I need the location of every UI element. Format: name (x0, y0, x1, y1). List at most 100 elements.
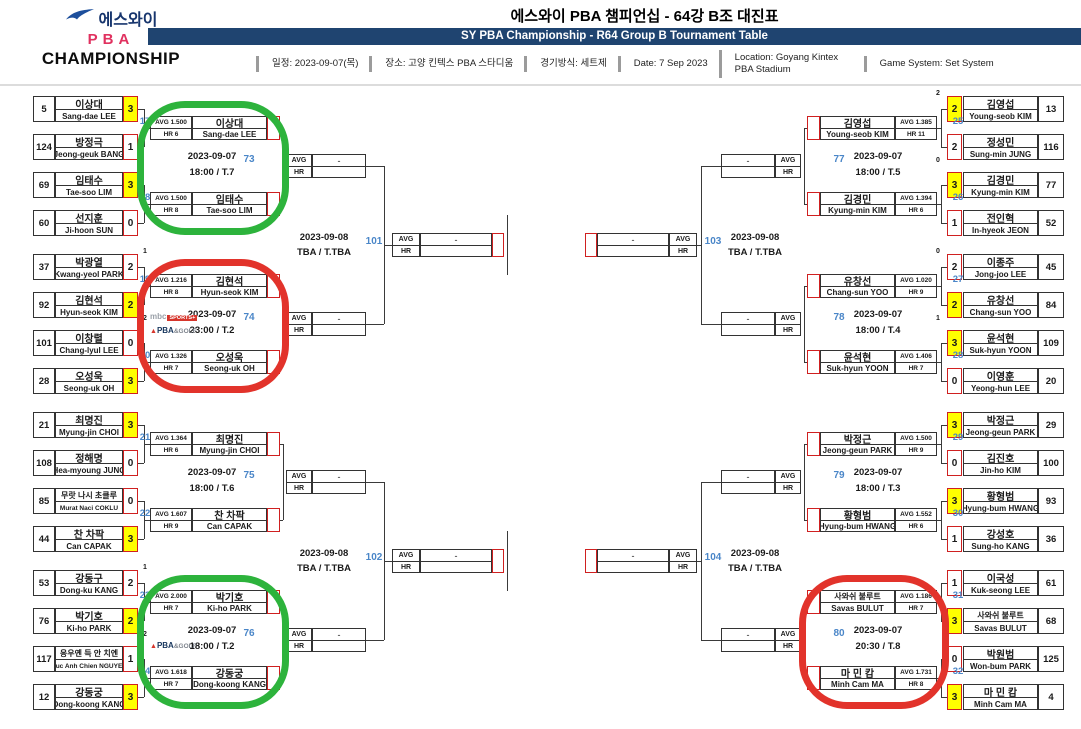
right-r16-match-number: 104 (704, 552, 722, 563)
left-r16-feed (384, 245, 392, 246)
left-r16-labels-top: AVG (393, 550, 419, 562)
right-score-box: 2 (947, 254, 962, 280)
right-r32-score-box (807, 508, 820, 532)
right-player-name-top: 박원범 (964, 647, 1037, 660)
left-r16-values-bottom (421, 246, 491, 257)
left-score-box: 2 (123, 254, 138, 280)
right-score-box: 0 (947, 368, 962, 394)
left-winner-slot-values-top: - (313, 155, 365, 167)
right-r32-stats-bottom: HR 6 (908, 207, 924, 214)
right-winner-slot-values-top: - (722, 313, 774, 325)
left-seed-box-text: 85 (38, 495, 50, 507)
left-r32-player-bottom: Myung-jin CHOI (199, 446, 260, 455)
left-r32-player-bottom: Hyun-seok KIM (200, 288, 259, 297)
left-seed-box: 60 (33, 210, 55, 236)
right-r16-feed (697, 561, 701, 562)
right-r16-time: TBA / T.TBA (727, 247, 782, 258)
left-r1-match-number: 21 (139, 432, 151, 443)
right-r16-values: - (597, 233, 669, 257)
right-player-name-top: 황형범 (964, 489, 1037, 502)
left-r32-player-top: 오성욱 (193, 351, 266, 363)
right-r32-player-top: 사와쉬 불루트 (821, 591, 894, 603)
left-r16-values: - (420, 233, 492, 257)
info-item-4: Location: Goyang Kintex PBA Stadium (718, 50, 864, 78)
left-player-name-top: 임태수 (56, 173, 122, 186)
organizer-logo: 에스와이 PBA CHAMPIONSHIP (12, 6, 210, 69)
right-r32-date: 2023-09-07 (853, 625, 903, 636)
right-r16-values: - (597, 549, 669, 573)
left-annotation-circle-red (137, 259, 289, 393)
right-r16-values-bottom (598, 246, 668, 257)
right-player-name-bottom: Yeong-hun LEE (970, 383, 1031, 393)
right-connector (941, 267, 947, 268)
left-seed-box-text: 44 (38, 533, 50, 545)
right-score-box: 3 (947, 684, 962, 710)
right-seed-box-text: 109 (1043, 337, 1059, 349)
right-seed-box-text: 52 (1045, 217, 1057, 229)
left-player-name-bottom: Dong-ku KANG (59, 585, 119, 595)
right-r16-values-top: - (598, 550, 668, 562)
left-score-box-text: 2 (127, 261, 134, 273)
left-score-box-text: 2 (127, 577, 134, 589)
right-r32-player-top: 김영섭 (821, 117, 894, 129)
right-seed-box-text: 36 (1045, 533, 1057, 545)
left-score-box: 0 (123, 488, 138, 514)
left-player-name-bottom: Hyun-seok KIM (60, 307, 118, 317)
right-r32-player-bottom: Minh Cam MA (831, 680, 884, 689)
left-seed-box-text: 37 (38, 261, 50, 273)
right-seed-box-text: 29 (1045, 419, 1057, 431)
left-r16-time: TBA / T.TBA (296, 563, 351, 574)
left-player-name-bottom: Chang-lyul LEE (59, 345, 119, 355)
right-score-box-text: 1 (951, 533, 958, 545)
right-seed-box-text: 13 (1045, 103, 1057, 115)
right-r16-score-box (585, 549, 597, 573)
left-winner-slot-values-top: - (313, 629, 365, 641)
left-score-box: 0 (123, 450, 138, 476)
right-r1-match-number: 29 (952, 432, 964, 443)
right-score-box-text: 0 (951, 457, 958, 469)
right-seed-box: 116 (1038, 134, 1064, 160)
left-r32-stub (280, 444, 283, 445)
right-score-box-text: 3 (951, 691, 958, 703)
right-r32-time: 20:30 / T.8 (855, 641, 901, 652)
left-tiebreak-digit: 2 (143, 631, 147, 638)
right-player-name-top: 이국성 (964, 571, 1037, 584)
right-pair-feed (937, 444, 941, 445)
right-r32-stats-top: AVG 1.385 (896, 117, 936, 129)
left-r16-arm (366, 324, 384, 325)
right-winner-slot-labels-bottom: HR (782, 643, 794, 650)
right-winner-slot-values: - (721, 154, 775, 178)
left-seed-box-text: 76 (38, 615, 50, 627)
left-r16-feed (384, 561, 392, 562)
right-r32-score-box (807, 116, 820, 140)
left-player-name-bottom: Murat Naci COKLU (59, 504, 119, 512)
right-r32-stats-bottom: HR 9 (908, 447, 924, 454)
right-r32-player-bottom: Savas BULUT (831, 604, 884, 613)
left-connector (138, 381, 144, 382)
right-player-name-top: 정성민 (964, 135, 1037, 148)
right-r32-player-bottom: Kyung-min KIM (828, 206, 887, 215)
right-r32-player-top: 마 민 캄 (821, 667, 894, 679)
left-r16-values-top: - (421, 550, 491, 562)
right-player-name-bottom: Sung-ho KANG (971, 541, 1030, 551)
right-winner-slot-values: - (721, 312, 775, 336)
left-player-name-bottom: Jeong-geuk BANG (56, 149, 122, 159)
left-connector (138, 501, 144, 502)
right-score-box-text: 2 (951, 261, 958, 273)
right-seed-box-text: 84 (1045, 299, 1057, 311)
right-connector (941, 223, 947, 224)
right-connector (941, 539, 947, 540)
